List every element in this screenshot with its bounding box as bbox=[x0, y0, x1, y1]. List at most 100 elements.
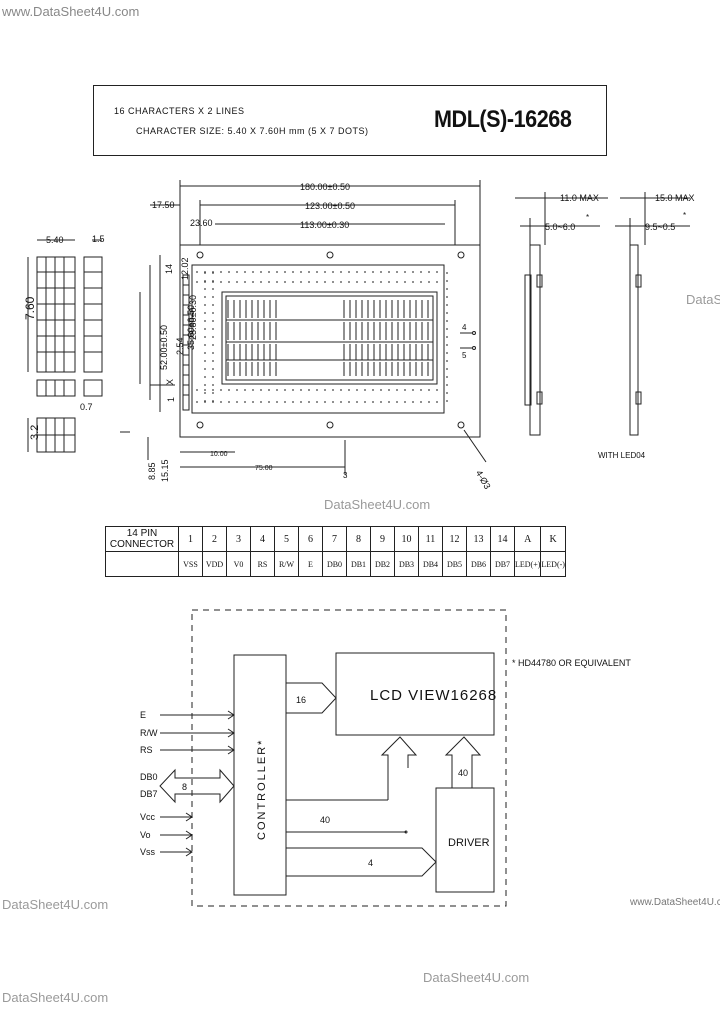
mount-hole-bottom-left bbox=[196, 421, 204, 429]
pin-signal: VDD bbox=[202, 551, 227, 577]
dim-viewing-height: 35.60±0.50 bbox=[186, 305, 196, 350]
input-rw: R/W bbox=[140, 728, 158, 738]
pin-number: 10 bbox=[394, 526, 419, 552]
pin-signal: LED(+) bbox=[513, 551, 542, 577]
dim-char-width: 5.40 bbox=[46, 235, 64, 245]
watermark-right-mid: DataShe bbox=[686, 292, 720, 307]
pin-signal: DB2 bbox=[370, 551, 395, 577]
pin-signal: RS bbox=[250, 551, 275, 577]
controller-note: * HD44780 OR EQUIVALENT bbox=[512, 658, 631, 668]
dim-active-width: 113.00±0.30 bbox=[300, 220, 349, 230]
pin-number: 12 bbox=[442, 526, 467, 552]
pin-number: 2 bbox=[202, 526, 227, 552]
title-box: 16 CHARACTERS X 2 LINES CHARACTER SIZE: … bbox=[93, 85, 607, 156]
pin-number: 4 bbox=[250, 526, 275, 552]
viewing-area bbox=[221, 291, 438, 385]
title-characters-lines: 16 CHARACTERS X 2 LINES bbox=[114, 106, 245, 116]
pin-number: 3 bbox=[226, 526, 251, 552]
pin-signal: R/W bbox=[274, 551, 299, 577]
bus-16-label: 16 bbox=[296, 695, 306, 705]
side-star-a: * bbox=[586, 213, 589, 222]
block-diagram: 16 40 40 4 8 LCD VIEW16268 DRIVER CONTRO… bbox=[140, 609, 507, 907]
side-star-b: * bbox=[683, 211, 686, 220]
bus-40a-label: 40 bbox=[458, 768, 468, 778]
dim-under-height: 3.2 bbox=[29, 425, 41, 440]
pin-signal: VSS bbox=[178, 551, 203, 577]
dim-bottom-b: 15.15 bbox=[160, 459, 170, 482]
watermark-top-left: www.DataSheet4U.com bbox=[2, 4, 140, 19]
dim-overall-width: 180.00±0.50 bbox=[300, 182, 350, 192]
dim-bottom-a: 8.85 bbox=[147, 462, 157, 480]
signal-4: 4 bbox=[462, 323, 467, 332]
module-boundary bbox=[191, 609, 507, 907]
dim-pin-last: 14 bbox=[164, 264, 174, 274]
mount-hole-top-center bbox=[326, 251, 334, 259]
data-bus bbox=[159, 768, 235, 804]
pin-table-blank bbox=[105, 551, 179, 577]
dim-pin-first: 1 bbox=[166, 397, 176, 402]
pin-number: 9 bbox=[370, 526, 395, 552]
side-dim-c: 15.0 MAX bbox=[655, 193, 695, 203]
pin-signal: DB1 bbox=[346, 551, 371, 577]
pin-number: K bbox=[540, 526, 566, 552]
character-dot-matrix bbox=[27, 239, 103, 453]
dim-dot-size: 0.7 bbox=[80, 402, 93, 412]
pin-number: 11 bbox=[418, 526, 443, 552]
bus-40b-label: 40 bbox=[320, 815, 330, 825]
input-db7: DB7 bbox=[140, 789, 158, 799]
mount-hole-top-right bbox=[457, 251, 465, 259]
pin-number: 7 bbox=[322, 526, 347, 552]
watermark-bottom-left: DataSheet4U.com bbox=[2, 897, 109, 912]
dim-width-lower: 75.00 bbox=[255, 465, 273, 472]
dim-pitch-h: 10.00 bbox=[210, 451, 228, 458]
dim-bottom-right: 3 bbox=[343, 471, 348, 480]
pin-number: 8 bbox=[346, 526, 371, 552]
input-rs: RS bbox=[140, 745, 153, 755]
dim-offset-inner: 23.60 bbox=[190, 218, 213, 228]
watermark-footer-left: DataSheet4U.com bbox=[2, 990, 109, 1005]
controller-label: CONTROLLER* bbox=[256, 739, 268, 840]
pin-number: A bbox=[513, 526, 542, 552]
side-view-led bbox=[615, 192, 690, 436]
watermark-center: DataSheet4U.com bbox=[324, 497, 431, 512]
lcd-label: LCD VIEW16268 bbox=[370, 687, 497, 704]
side-dim-a: 11.0 MAX bbox=[560, 193, 599, 203]
model-number: MDL(S)-16268 bbox=[434, 106, 572, 133]
dim-pin-pitch: 2.54 bbox=[175, 337, 185, 355]
pin-signal: DB7 bbox=[490, 551, 515, 577]
pin-number: 5 bbox=[274, 526, 299, 552]
mount-hole-bottom-right bbox=[457, 421, 465, 429]
dim-overall-height: 52.00±0.50 bbox=[159, 325, 169, 370]
input-vo: Vo bbox=[140, 830, 151, 840]
module-outline bbox=[179, 244, 481, 438]
side-view-standard bbox=[515, 192, 608, 436]
pin-signal: V0 bbox=[226, 551, 251, 577]
input-e: E bbox=[140, 710, 146, 720]
input-vcc: Vcc bbox=[140, 812, 156, 822]
pin-number: 6 bbox=[298, 526, 323, 552]
pin-signal: DB3 bbox=[394, 551, 419, 577]
signal-5: 5 bbox=[462, 351, 467, 360]
dim-row-offset: 12.02 bbox=[180, 257, 190, 280]
pin-signal: DB4 bbox=[418, 551, 443, 577]
pin-number: 14 bbox=[490, 526, 515, 552]
pin-connector-table: 14 PIN CONNECTOR 1 2 3 4 5 6 7 8 9 10 11… bbox=[105, 526, 566, 577]
mount-hole-bottom-center bbox=[326, 421, 334, 429]
led-caption: WITH LED04 bbox=[598, 451, 646, 460]
driver-block bbox=[435, 787, 495, 893]
dim-pin-x: X bbox=[165, 379, 175, 385]
bus-8-label: 8 bbox=[182, 782, 187, 792]
pin-signal: DB0 bbox=[322, 551, 347, 577]
dim-viewing-width: 123.00±0.50 bbox=[305, 201, 355, 211]
watermark-bottom-center: DataSheet4U.com bbox=[423, 970, 530, 985]
pin-number: 13 bbox=[466, 526, 491, 552]
dim-active-height: 23.80±0.30 bbox=[188, 295, 198, 340]
pin-number: 1 bbox=[178, 526, 203, 552]
pin-signal: E bbox=[298, 551, 323, 577]
input-db0: DB0 bbox=[140, 772, 158, 782]
driver-label: DRIVER bbox=[448, 837, 490, 849]
bus-16 bbox=[286, 682, 337, 714]
controller-block bbox=[233, 654, 287, 896]
title-character-size: CHARACTER SIZE: 5.40 X 7.60H mm (5 X 7 D… bbox=[136, 126, 369, 136]
pin-header bbox=[182, 274, 190, 411]
